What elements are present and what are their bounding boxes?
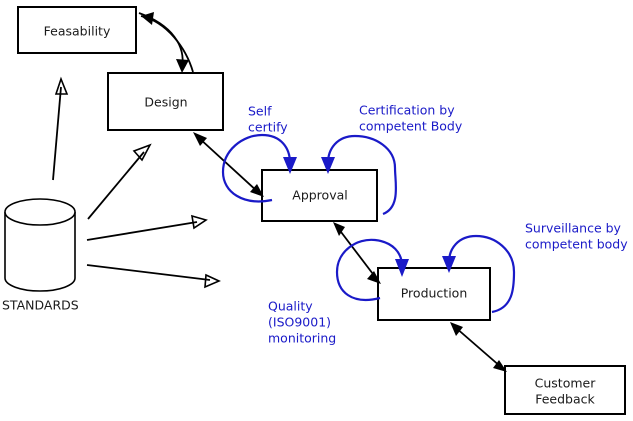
loop-quality-monitoring	[335, 238, 409, 301]
node-production-label: Production	[401, 286, 468, 301]
loop-surveillance-path	[447, 234, 516, 314]
annotation-certification-line2: competent Body	[359, 119, 463, 134]
node-standards-top	[4, 198, 76, 226]
annotation-surveillance-line2: competent body	[525, 237, 628, 252]
edge-standards-to-design-line	[87, 151, 145, 220]
edge-standards-to-approval-line	[86, 221, 198, 241]
loop-certification-competent-body	[321, 134, 398, 216]
edge-production-customer-feedback-arrowhead-feedback	[493, 360, 507, 372]
loop-quality-monitoring-path	[335, 238, 404, 301]
annotation-self-certify-line1: Self	[248, 104, 272, 119]
node-feasability-box	[17, 6, 137, 54]
loop-certification-arrowhead	[321, 157, 335, 174]
edge-standards-to-production	[86, 264, 221, 289]
edge-design-approval-arrowhead-approval	[250, 184, 264, 197]
node-standards-label: STANDARDS	[2, 298, 79, 313]
annotation-self-certify-line2: certify	[248, 120, 288, 135]
edge-approval-production	[333, 222, 381, 284]
annotation-surveillance-by-competent-body: Surveillance by competent body	[525, 221, 628, 252]
loop-self-certify-arrowhead	[283, 157, 297, 174]
node-customer-feedback-box	[504, 365, 626, 415]
node-feasability-label: Feasability	[44, 24, 111, 39]
loop-quality-monitoring-arrowhead	[395, 259, 409, 277]
annotation-self-certify: Self certify	[248, 104, 288, 135]
loop-self-certify	[221, 133, 297, 203]
node-customer-feedback[interactable]: Customer Feedback	[504, 365, 626, 415]
loop-self-certify-path	[221, 133, 292, 203]
node-standards-body	[4, 212, 76, 292]
annotation-certification-by-competent-body: Certification by competent Body	[359, 103, 463, 134]
loop-surveillance-competent-body	[442, 234, 516, 314]
edge-standards-to-feasability-arrowhead	[54, 76, 69, 95]
annotation-surveillance-line1: Surveillance by	[525, 221, 622, 236]
node-approval-label: Approval	[292, 188, 347, 203]
edge-standards-to-feasability-line	[52, 86, 62, 181]
edge-standards-to-design-arrowhead	[132, 143, 152, 162]
node-approval-box	[261, 169, 378, 222]
edge-standards-to-approval-arrowhead	[191, 214, 208, 230]
edge-standards-to-production-arrowhead	[204, 273, 221, 289]
edge-standards-to-approval	[86, 214, 208, 241]
loop-surveillance-arrowhead	[442, 256, 456, 273]
edge-approval-production-line	[337, 227, 377, 279]
edge-standards-to-design	[87, 143, 152, 220]
annotation-quality-line2: (ISO9001)	[268, 315, 331, 330]
node-feasability[interactable]: Feasability	[17, 6, 137, 54]
node-design-box	[107, 72, 224, 131]
edge-design-approval-line	[198, 137, 259, 193]
edge-feasability-to-design-arrowhead	[176, 59, 189, 73]
edge-feasability-to-design	[138, 12, 189, 73]
edge-feasability-to-design-line	[138, 12, 184, 69]
annotation-quality-line1: Quality	[268, 299, 313, 314]
node-design-label: Design	[144, 95, 187, 110]
node-customer-feedback-label-line2: Feedback	[535, 392, 595, 407]
node-standards[interactable]: STANDARDS	[2, 198, 79, 313]
annotation-quality-line3: monitoring	[268, 331, 336, 346]
annotation-certification-line1: Certification by	[359, 103, 455, 118]
node-production-box	[377, 267, 491, 321]
annotation-quality-iso9001-monitoring: Quality (ISO9001) monitoring	[268, 299, 336, 346]
edge-production-customer-feedback	[450, 322, 507, 372]
edge-standards-to-feasability	[52, 76, 69, 181]
edge-production-customer-feedback-line	[454, 326, 502, 368]
node-approval[interactable]: Approval	[261, 169, 378, 222]
loop-certification-path	[326, 134, 398, 216]
edge-design-approval-arrowhead-design	[193, 132, 207, 146]
edge-production-customer-feedback-arrowhead-production	[450, 322, 463, 336]
edge-approval-production-arrowhead-approval	[333, 222, 345, 236]
node-customer-feedback-label-line1: Customer	[535, 376, 597, 391]
node-design[interactable]: Design	[107, 72, 224, 131]
edge-approval-production-arrowhead-production	[367, 271, 381, 284]
edge-design-approval	[193, 132, 264, 197]
edge-standards-to-production-line	[86, 264, 211, 281]
node-production[interactable]: Production	[377, 267, 491, 321]
